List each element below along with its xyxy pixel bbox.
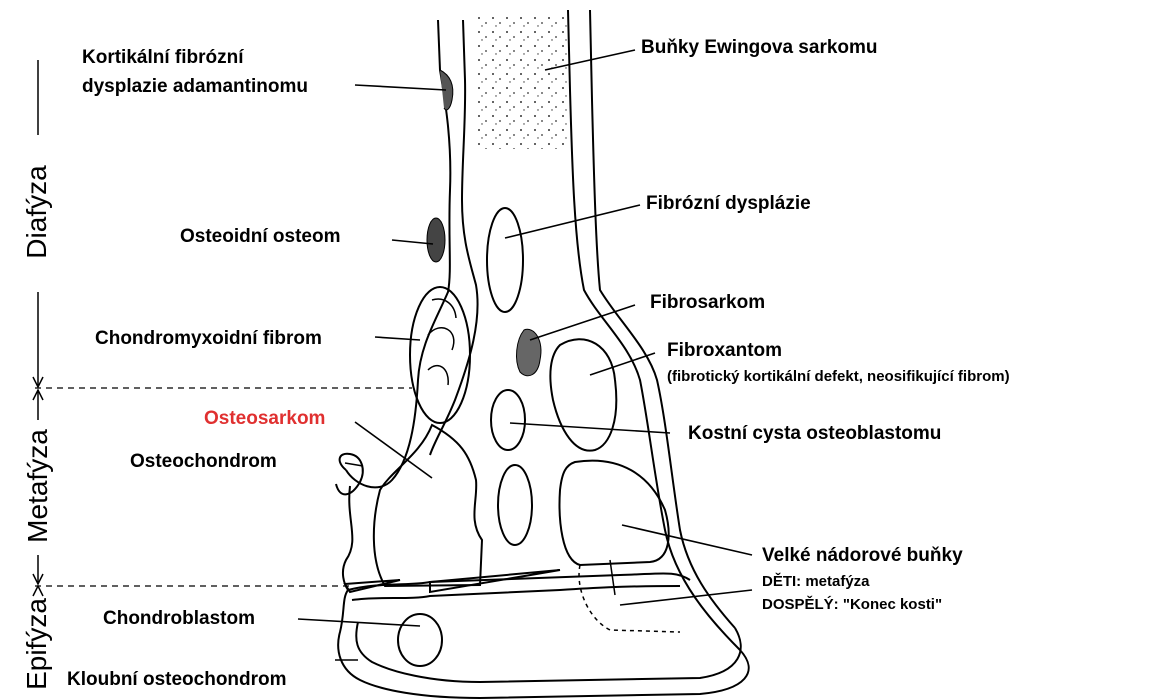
ewing-dotted-area <box>478 14 568 149</box>
label-ewing: Buňky Ewingova sarkomu <box>641 37 878 59</box>
label-velke-line3: DOSPĚLÝ: "Konec kosti" <box>762 594 942 616</box>
label-velke-line1: Velké nádorové buňky <box>762 545 963 567</box>
label-kortikalni-line1: Kortikální fibrózní <box>82 47 244 69</box>
label-velke-line2: DĚTI: metafýza <box>762 571 870 593</box>
label-osteosarkom: Osteosarkom <box>204 408 325 430</box>
label-fibrosarkom: Fibrosarkom <box>650 292 765 314</box>
label-chondroblastom: Chondroblastom <box>103 608 255 630</box>
region-metafyza: Metafýza <box>22 418 54 554</box>
region-diafyza: Diafýza <box>21 157 53 267</box>
label-kortikalni-line2: dysplazie adamantinomu <box>82 76 308 98</box>
label-kostni-cysta: Kostní cysta osteoblastomu <box>688 423 941 445</box>
label-fibroxantom-sub: (fibrotický kortikální defekt, neosifiku… <box>667 366 1010 388</box>
label-fibrozni-dysplazie: Fibrózní dysplázie <box>646 193 811 215</box>
label-kloubni-osteochondrom: Kloubní osteochondrom <box>67 669 287 691</box>
label-osteochondrom: Osteochondrom <box>130 451 277 473</box>
label-chondromyxoidni-fibrom: Chondromyxoidní fibrom <box>95 328 322 350</box>
label-osteoidni-osteom: Osteoidní osteom <box>180 226 340 248</box>
region-epifyza: Epifýza <box>21 589 53 699</box>
label-fibroxantom: Fibroxantom <box>667 340 782 362</box>
